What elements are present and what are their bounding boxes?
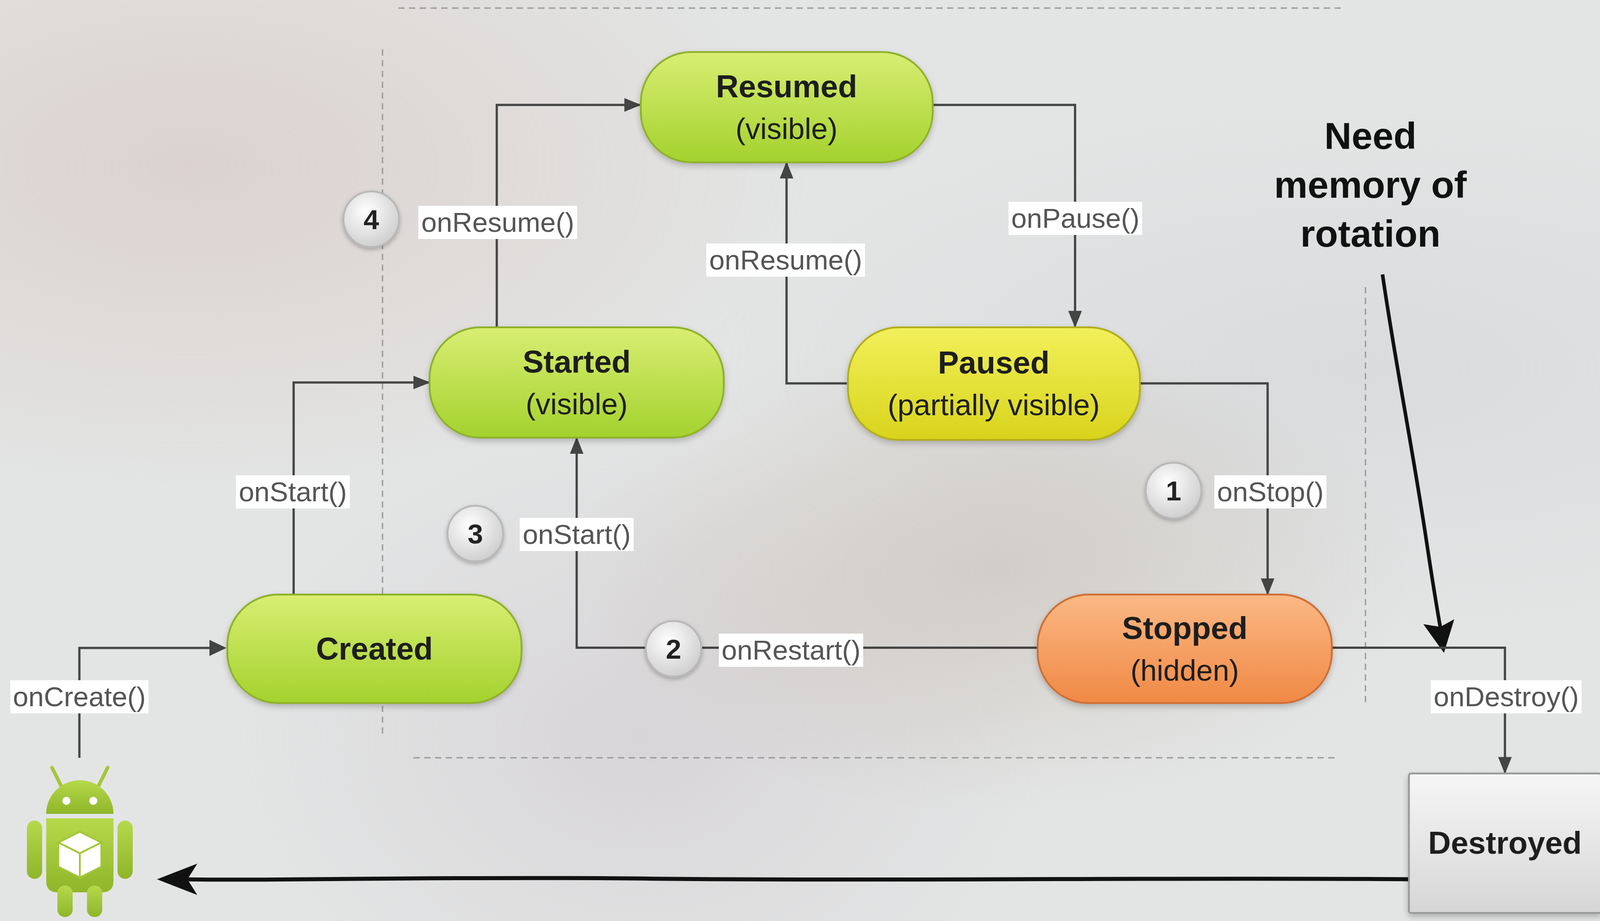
cube <box>58 831 102 878</box>
antenna <box>52 767 62 788</box>
cube-face <box>58 842 80 878</box>
antenna <box>97 767 108 788</box>
annotation: Need memory of rotation <box>1262 111 1479 259</box>
android-body <box>46 818 114 893</box>
state-name: Created <box>316 627 434 671</box>
method-label: onCreate() <box>10 680 149 714</box>
android-leg <box>57 885 73 918</box>
android-eye <box>62 796 71 805</box>
state-note: (hidden) <box>1130 649 1240 692</box>
state-pill: Stopped(hidden) <box>1036 593 1333 705</box>
state-name: Destroyed <box>1428 821 1582 865</box>
state-name: Paused <box>938 341 1050 385</box>
state-name: Resumed <box>715 65 857 109</box>
method-label: onRestart() <box>718 633 864 667</box>
state-note: (visible) <box>735 108 838 150</box>
state-pill: Created <box>226 593 523 705</box>
hand-arrow <box>1382 274 1441 628</box>
state-pill: Paused(partially visible) <box>847 326 1141 441</box>
cube-face <box>79 842 102 878</box>
end-box: Destroyed <box>1408 772 1600 914</box>
method-label: onResume() <box>418 205 577 240</box>
dashed-line <box>1365 286 1367 705</box>
arrow-head <box>209 639 227 657</box>
state-note: (visible) <box>525 383 628 425</box>
callout-number: 1 <box>1144 461 1203 520</box>
method-label: onResume() <box>706 243 865 277</box>
method-label: onStop() <box>1214 475 1327 509</box>
android-eye <box>89 796 98 805</box>
memory-arrow <box>1382 274 1455 653</box>
method-label: onStart() <box>235 475 350 509</box>
restart-arrow <box>156 863 1413 896</box>
android-leg <box>86 885 103 918</box>
method-label: onStart() <box>519 517 634 552</box>
android-icon <box>26 767 133 918</box>
callout-number: 4 <box>342 190 400 248</box>
callout-number: 3 <box>446 504 505 563</box>
method-label: onDestroy() <box>1430 680 1582 714</box>
transition-arrow <box>576 438 1037 648</box>
android-head <box>46 780 114 814</box>
hand-arrow <box>186 878 1413 880</box>
state-note: (partially visible) <box>887 384 1100 426</box>
android-arm <box>117 820 133 879</box>
state-name: Started <box>522 340 631 384</box>
state-name: Stopped <box>1121 606 1248 650</box>
android-arm <box>26 820 43 879</box>
arrow-head <box>156 863 198 896</box>
dashed-frame <box>382 8 1366 758</box>
dashed-line <box>413 757 1337 759</box>
callout-number: 2 <box>644 620 703 678</box>
state-pill: Resumed(visible) <box>639 51 934 164</box>
method-label: onPause() <box>1008 201 1143 235</box>
state-pill: Started(visible) <box>428 326 725 439</box>
dashed-line <box>398 7 1342 9</box>
